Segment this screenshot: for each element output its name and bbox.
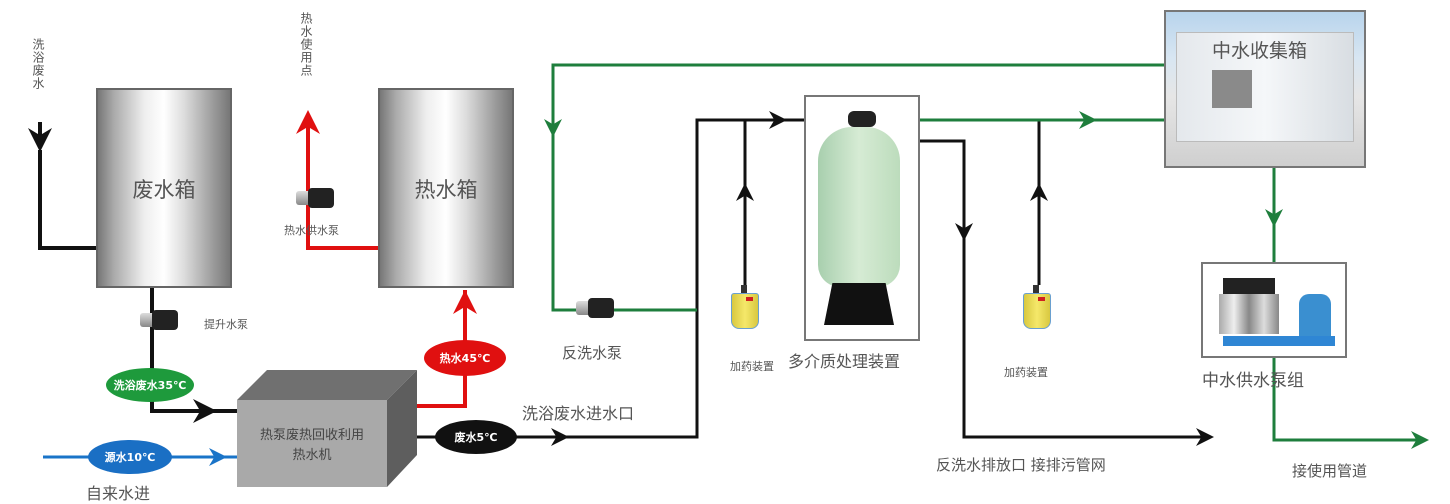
backwash-drain-pipe [918,139,1214,446]
reclaimed-water-tank-label: 中水收集箱 [1212,40,1308,62]
dosing-device-1-icon [728,285,762,331]
hot-water-pipe [417,290,477,408]
filter-vessel [818,127,900,287]
reclaimed-pump-group-label: 中水供水泵组 [1202,371,1304,391]
hot-water-tank-label: 热水箱 [414,178,478,202]
wastewater-inflow-pipe [28,122,97,250]
multimedia-filter-unit [804,95,920,341]
reclaimed-pump-group [1201,262,1347,358]
multimedia-filter-label: 多介质处理装置 [788,352,901,371]
filter-base [824,283,894,325]
reclaimed-water-tank: 中水收集箱 [1164,10,1366,168]
waste-tank-outflow-pipe [150,288,237,423]
pump-skid [1223,336,1335,346]
waste-water-tank: 废水箱 [96,88,232,288]
wastewater-inlet-label: 洗浴废水进水口 [522,404,635,423]
backwash-outlet-label: 反洗水排放口 接排污管网 [936,456,1106,474]
wastewater-to-treatment-pipe [417,111,805,446]
backwash-pump-label: 反洗水泵 [562,344,623,362]
tap-water-inlet-label: 自来水进 [86,484,151,503]
hot-water-use-point-label: 热水使用点 [299,12,313,77]
bath-wastewater-temp-badge: 洗浴废水35℃ [106,368,194,402]
pump-motors [1223,278,1275,294]
pressure-tank [1299,294,1331,340]
heat-pump-unit: 热泵废热回收利用 热水机 [237,370,417,487]
hot-water-supply-pipe [296,110,378,250]
dosing-device-2-icon [1020,285,1054,331]
hot-water-temp-badge: 热水45℃ [424,340,506,376]
dosing-device-1-label: 加药装置 [730,360,774,373]
backwash-supply-pipe [544,63,1165,312]
lift-pump-icon [138,306,182,334]
waste-water-temp-badge: 废水5℃ [435,420,517,454]
waste-water-tank-label: 废水箱 [132,178,196,202]
backwash-pump-icon [574,294,618,322]
reclaimed-water-pipe [1265,166,1429,449]
bath-wastewater-inflow-label: 洗浴废水 [31,38,45,90]
lift-pump-label: 提升水泵 [204,318,248,331]
filter-valve-head [848,111,876,127]
heat-pump-unit-label: 热泵废热回收利用 热水机 [259,428,364,463]
hot-water-supply-pump-label: 热水供水泵 [284,224,339,237]
hot-water-tank: 热水箱 [378,88,514,288]
source-water-temp-badge: 源水10℃ [88,440,172,474]
reclaimed-tank-hatch [1212,70,1252,108]
to-use-pipeline-label: 接使用管道 [1292,462,1368,480]
reclaimed-tank-body [1176,32,1354,142]
hot-water-supply-pump-icon [294,184,338,212]
dosing-device-2-label: 加药装置 [1004,366,1048,379]
pump-columns [1219,294,1279,334]
